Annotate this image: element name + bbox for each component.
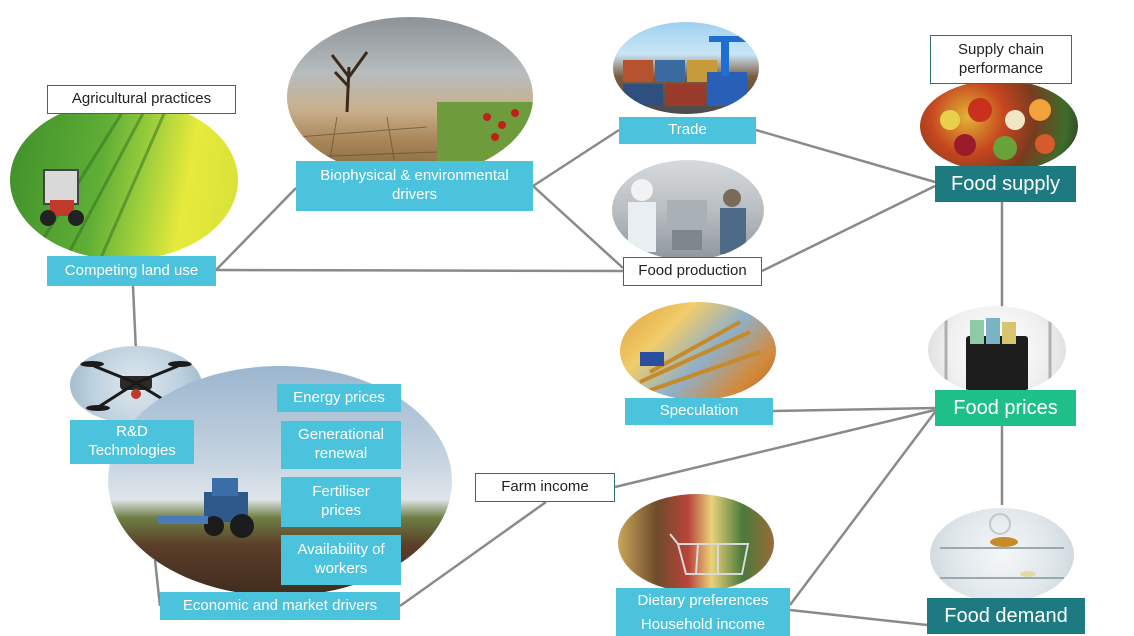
wheat-banknotes-photo xyxy=(620,302,776,400)
link-dietary-foodprices xyxy=(789,411,936,606)
availability-of-workers-label: Availability of workers xyxy=(281,535,401,585)
link-biophysical-foodproduction xyxy=(532,185,624,269)
competing-land-use-label: Competing land use xyxy=(47,256,216,286)
tractor-icon xyxy=(28,100,172,260)
shopping-cart-icon xyxy=(669,533,750,575)
empty-fridge-photo xyxy=(930,508,1074,602)
wallet-icon xyxy=(944,316,1052,392)
shipping-containers-photo xyxy=(613,22,759,114)
container-stack-icon xyxy=(623,36,749,106)
wallet-photo xyxy=(928,306,1066,394)
link-trade-foodsupply xyxy=(755,128,936,184)
tractor-field-icon xyxy=(158,478,254,538)
wheat-icon xyxy=(639,320,761,394)
energy-prices-label: Energy prices xyxy=(277,384,401,412)
biophysical-drivers-label: Biophysical & environmental drivers xyxy=(296,161,533,211)
rd-technologies-label: R&D Technologies xyxy=(70,420,194,464)
speculation-label: Speculation xyxy=(625,398,773,425)
dietary-preferences-label: Dietary preferences xyxy=(616,588,790,614)
link-biophysical-trade xyxy=(532,128,620,188)
workers-icon xyxy=(628,179,746,254)
fridge-icon xyxy=(940,513,1064,579)
household-income-label: Household income xyxy=(616,614,790,636)
trade-label: Trade xyxy=(619,117,756,144)
farm-income-label: Farm income xyxy=(475,473,615,502)
factory-workers-photo xyxy=(612,160,764,260)
agricultural-practices-label: Agricultural practices xyxy=(47,85,236,114)
link-landuse-biophysical xyxy=(215,187,297,271)
food-demand-label: Food demand xyxy=(927,598,1085,634)
link-economic-farmincome xyxy=(399,500,547,608)
market-food-photo xyxy=(920,80,1078,172)
economic-market-drivers-label: Economic and market drivers xyxy=(160,592,400,620)
dry-tree-icon xyxy=(296,51,533,177)
drought-landscape-photo xyxy=(287,17,533,177)
link-landuse-foodproduction xyxy=(215,268,624,273)
food-prices-label: Food prices xyxy=(935,390,1076,426)
fertiliser-prices-label: Fertiliser prices xyxy=(281,477,401,527)
link-economic-left xyxy=(153,559,162,607)
link-foodproduction-foodsupply xyxy=(761,184,936,273)
supermarket-cart-photo xyxy=(618,494,774,592)
generational-renewal-label: Generational renewal xyxy=(281,421,401,469)
supply-chain-performance-label: Supply chain performance xyxy=(930,35,1072,84)
link-farmincome-foodprices xyxy=(614,408,936,489)
link-dietary-fooddemand xyxy=(789,608,928,627)
field-tractor-photo xyxy=(10,100,238,260)
food-supply-label: Food supply xyxy=(935,166,1076,202)
produce-icon xyxy=(940,98,1055,160)
link-landuse-rd xyxy=(131,285,138,353)
food-production-label: Food production xyxy=(623,257,762,286)
link-speculation-foodprices xyxy=(772,406,936,413)
